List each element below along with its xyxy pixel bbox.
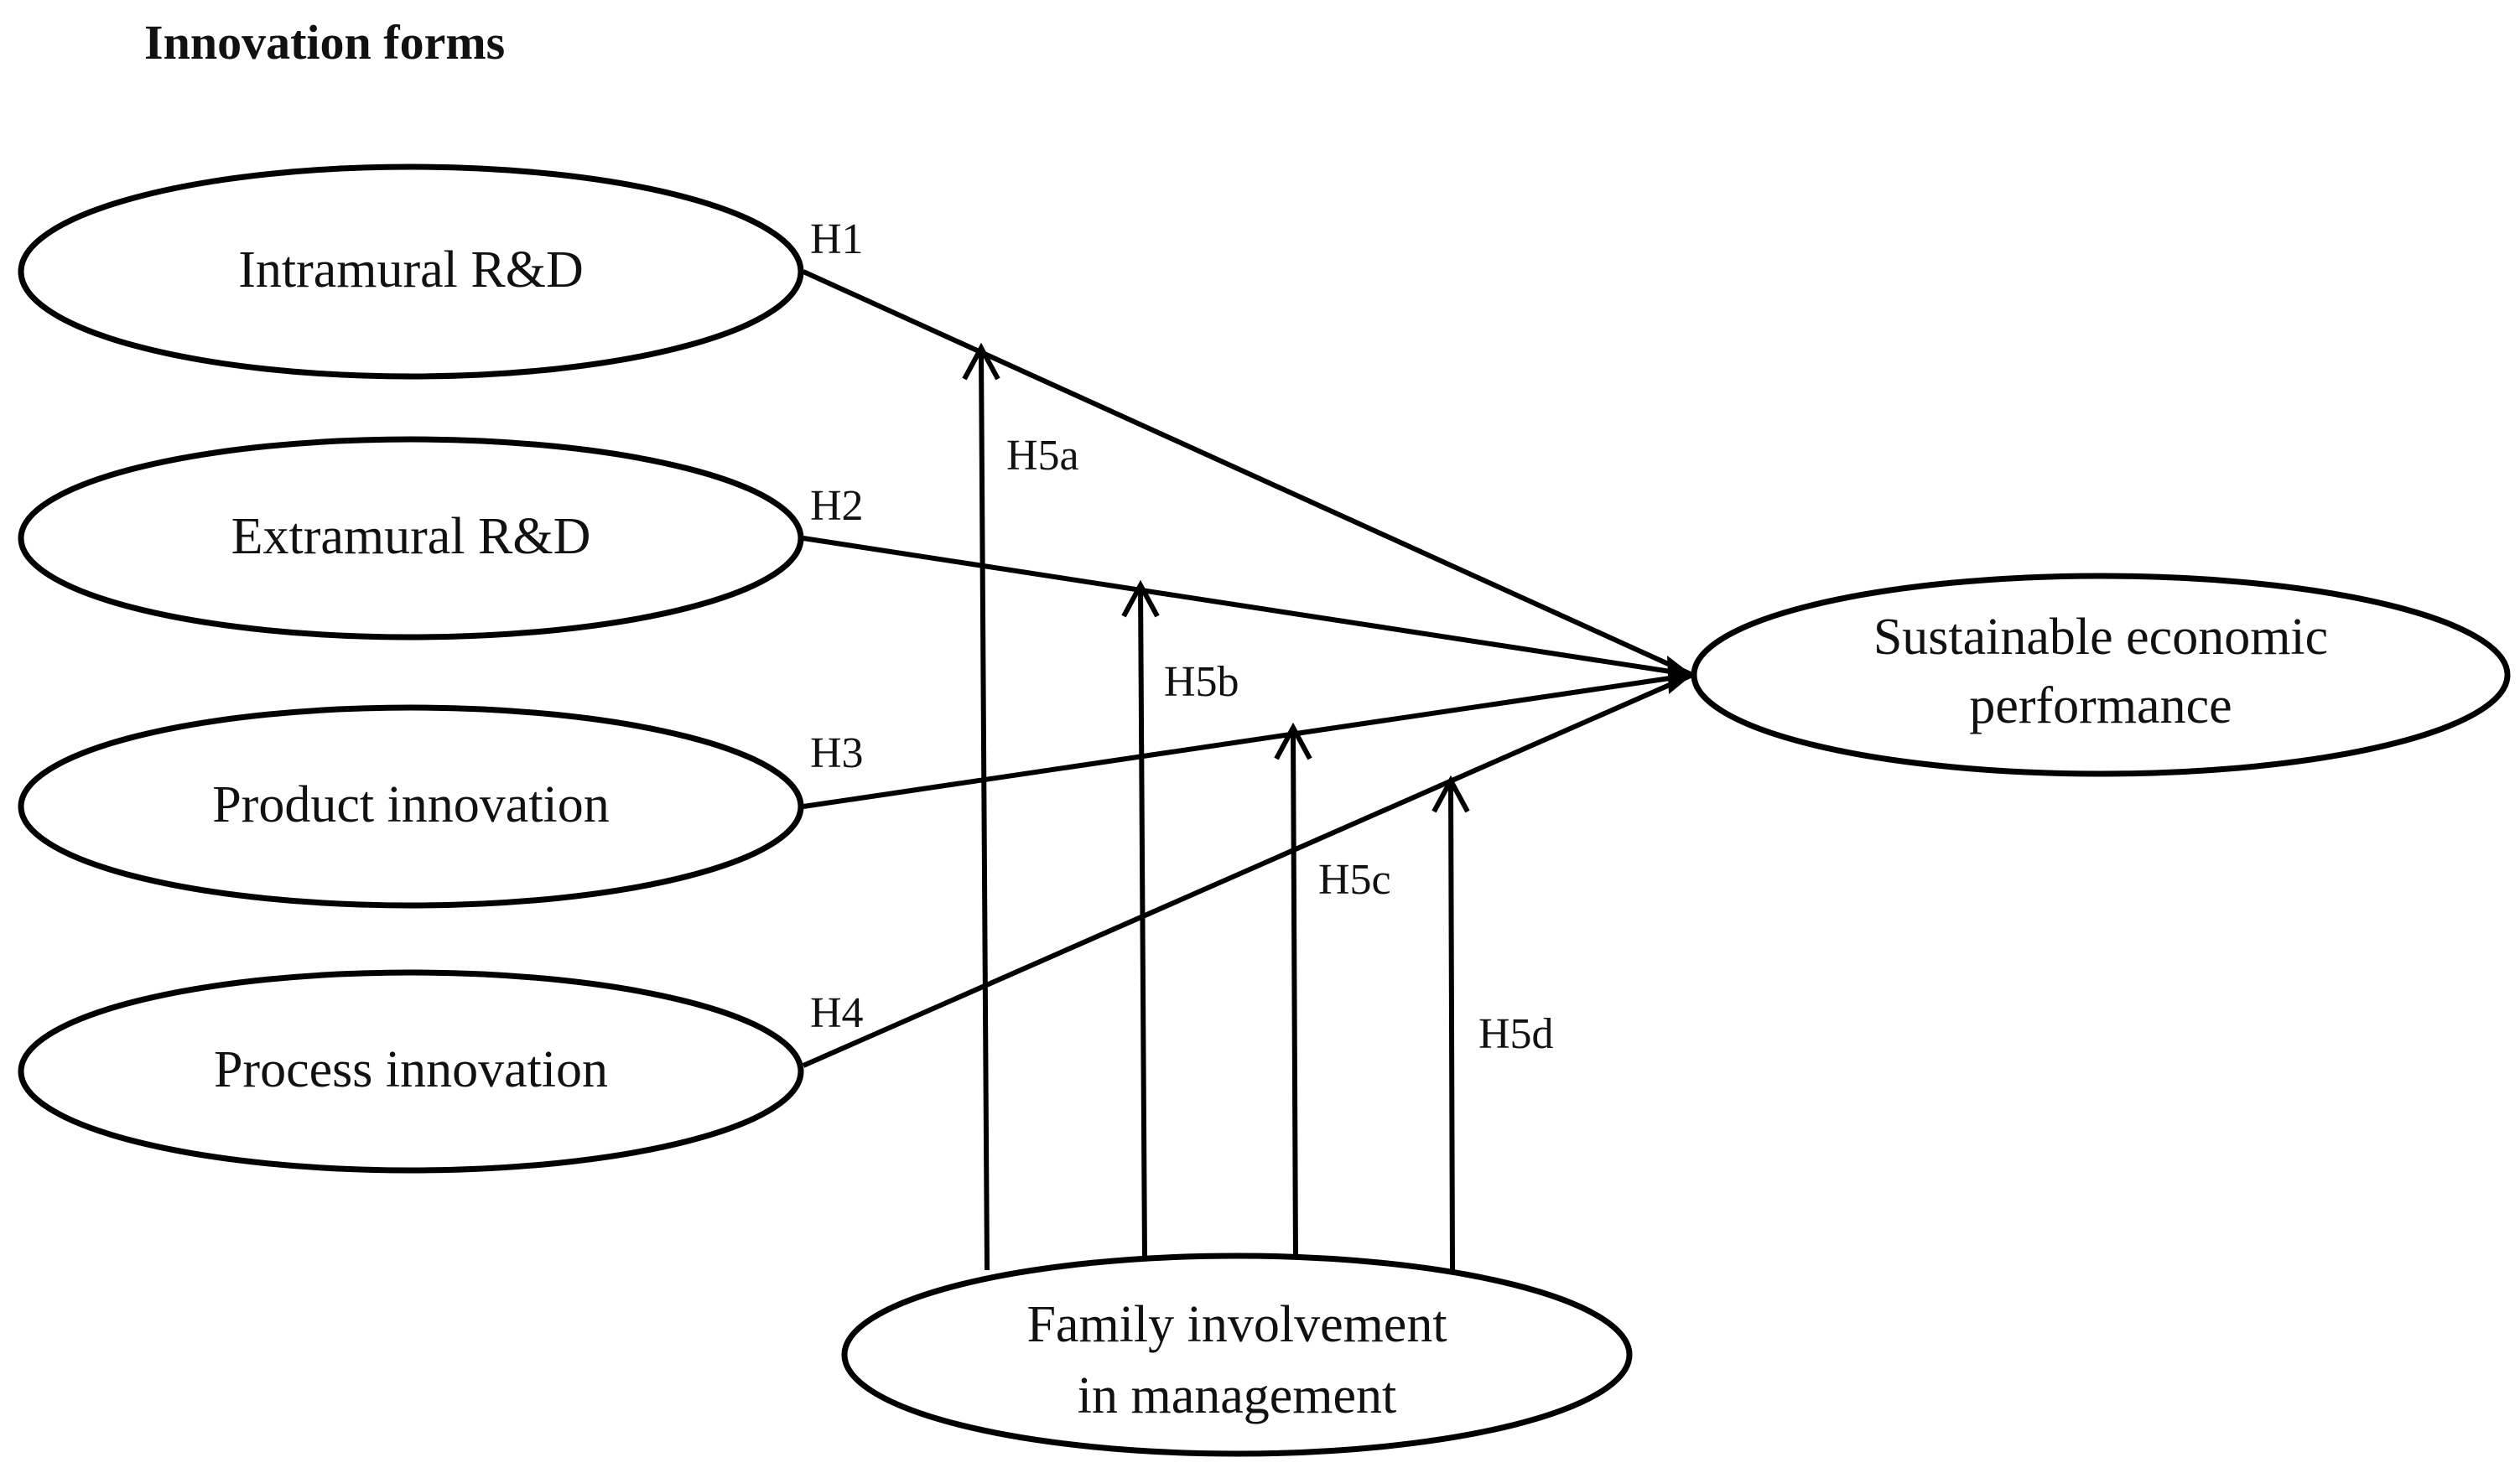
path-h4 xyxy=(802,672,1694,1068)
node-outcome-label-line2: performance xyxy=(1969,677,2232,734)
path-h2 xyxy=(803,536,1693,677)
node-sustainable-economic-performance xyxy=(1691,573,2511,777)
node-intramural-rd-label: Intramural R&D xyxy=(238,241,584,298)
node-process-innovation xyxy=(18,969,804,1174)
node-process-innovation-label: Process innovation xyxy=(214,1041,608,1098)
node-extramural-rd-label: Extramural R&D xyxy=(231,508,591,565)
moderator-arrow-h5b xyxy=(1138,586,1147,1261)
moderator-arrowhead-h5d xyxy=(1431,775,1470,813)
moderator-arrow-h5d xyxy=(1448,783,1455,1271)
moderator-arrow-h5c xyxy=(1291,730,1298,1261)
path-h3 xyxy=(803,672,1693,809)
diagram-heading: Innovation forms xyxy=(144,15,505,70)
outcome-arrowhead xyxy=(1667,656,1692,694)
moderator-arrowhead-h5b xyxy=(1121,579,1160,618)
node-extramural-rd xyxy=(18,436,804,641)
node-family-involvement xyxy=(841,1253,1633,1457)
hypothesis-label-h1: H1 xyxy=(810,215,864,263)
node-moderator-label-line2: in management xyxy=(1078,1367,1396,1424)
node-outcome-label-line1: Sustainable economic xyxy=(1873,609,2328,666)
node-product-innovation-label: Product innovation xyxy=(212,776,610,833)
hypothesis-label-h3: H3 xyxy=(810,729,864,777)
node-product-innovation xyxy=(18,704,804,909)
moderator-arrowhead-h5c xyxy=(1274,722,1312,760)
hypothesis-label-h5b: H5b xyxy=(1164,658,1239,706)
node-moderator-label-line1: Family involvement xyxy=(1026,1296,1447,1353)
moderator-arrowhead-h5a xyxy=(962,342,1000,381)
path-h1 xyxy=(802,269,1694,677)
hypothesis-label-h5a: H5a xyxy=(1006,432,1079,480)
hypothesis-label-h4: H4 xyxy=(810,989,864,1037)
hypothesis-label-h5c: H5c xyxy=(1318,856,1391,904)
hypothesis-label-h2: H2 xyxy=(810,482,864,530)
moderator-arrow-h5a xyxy=(979,350,990,1271)
node-intramural-rd xyxy=(18,163,804,380)
hypothesis-label-h5d: H5d xyxy=(1478,1010,1554,1058)
